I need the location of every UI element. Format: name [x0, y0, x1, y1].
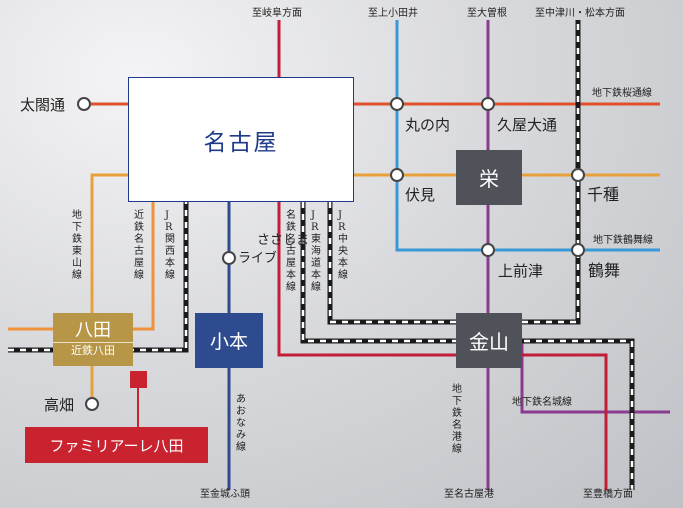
meitetsu-char-4: 屋	[286, 257, 296, 269]
meiko-char-3: 名	[452, 418, 462, 431]
jr-chuo-char-5: 線	[338, 268, 348, 281]
meitetsu-char-2: 名	[286, 232, 296, 245]
property-callout: ファミリアーレ八田	[25, 427, 208, 463]
higashiyama-char-5: 線	[72, 268, 82, 281]
taikodori-label: 太閤通	[20, 96, 65, 114]
jr-chuo-char-0: J	[337, 210, 342, 221]
aonami-char-2: な	[236, 417, 246, 429]
marunouchi-label: 丸の内	[405, 116, 450, 134]
komoto-station: 小本	[195, 313, 263, 368]
dest-toyohashi: 至豊橋方面	[583, 487, 633, 500]
station-markers	[77, 97, 585, 411]
jr-chuo-char-3: 央	[338, 244, 348, 257]
tsurumai-marker	[571, 243, 585, 257]
sasashima-label-1: ささしま	[257, 233, 309, 248]
komoto-station-label: 小本	[209, 331, 248, 353]
tsurumai-label: 鶴舞	[588, 261, 620, 280]
jr-kansai-char-4: 本	[165, 256, 175, 269]
kintetsu-char-3: 古	[134, 244, 144, 257]
dest-gifu: 至岐阜方面	[252, 6, 302, 19]
hisaya-odori-label: 久屋大通	[497, 116, 557, 134]
meiko-char-2: 鉄	[452, 406, 462, 419]
meitetsu-line	[277, 202, 608, 490]
dest-nakatsugawa: 至中津川・松本方面	[535, 6, 625, 19]
kanayama-station: 金山	[456, 313, 522, 368]
jr-tokaido-char-6: 線	[311, 280, 321, 293]
fushimi-marker	[390, 168, 404, 182]
sakae-station: 栄	[456, 150, 522, 205]
jr-chuo-char-4: 本	[338, 256, 348, 269]
meiko-char-0: 地	[452, 382, 462, 395]
kamimaezu-marker	[481, 243, 495, 257]
jr-kansai-char-5: 線	[165, 268, 175, 281]
jr-tokaido-char-4: 道	[311, 256, 321, 269]
meitetsu-char-5: 本	[286, 268, 296, 281]
aonami-char-3: み	[236, 430, 246, 441]
kintetsu-char-2: 名	[134, 232, 144, 245]
nagoya-station-label: 名古屋	[203, 129, 279, 156]
jr-tokaido-char-5: 本	[311, 268, 321, 281]
property-marker	[130, 371, 147, 388]
meiko-char-1: 下	[452, 396, 462, 407]
hatta-station-label: 八田	[75, 320, 111, 341]
jr-tokaido-char-1: R	[311, 222, 319, 233]
jr-kansai-line-dash	[8, 202, 188, 352]
meiko-char-4: 港	[452, 431, 462, 443]
property-label: ファミリアーレ八田	[49, 436, 184, 455]
jr-tokaido-char-0: J	[310, 210, 315, 221]
kintetsu-char-0: 近	[134, 208, 144, 221]
kintetsu-char-1: 鉄	[134, 220, 144, 233]
taikodori-marker	[77, 97, 91, 111]
dest-nagoyako: 至名古屋港	[444, 487, 494, 500]
dest-kinjo-futo: 至金城ふ頭	[200, 487, 250, 500]
kintetsu-char-4: 屋	[134, 257, 144, 269]
sasashima-label-2: ライブ	[238, 250, 277, 266]
jr-kansai-char-2: 関	[165, 233, 175, 245]
aonami-char-0: あ	[236, 393, 246, 405]
marunouchi-marker	[390, 97, 404, 111]
sasashima-live-marker	[222, 251, 236, 265]
jr-tokaido-char-2: 東	[311, 232, 321, 245]
meitetsu-char-6: 線	[286, 280, 296, 293]
nagoya-station: 名古屋	[128, 77, 354, 202]
chikusa-label: 千種	[587, 185, 619, 204]
jr-chuo-char-1: R	[338, 222, 346, 233]
jr-chuo-char-2: 中	[338, 232, 348, 245]
hisaya-odori-marker	[481, 97, 495, 111]
meitetsu-char-3: 古	[286, 244, 296, 257]
jr-tokaido-char-3: 海	[311, 244, 321, 257]
higashiyama-char-4: 山	[72, 257, 82, 269]
takabata-label: 高畑	[44, 396, 74, 414]
jr-kansai-char-0: J	[164, 210, 169, 221]
chikusa-marker	[571, 168, 585, 182]
jr-kansai-char-1: R	[165, 222, 173, 233]
hatta-station: 八田 近鉄八田	[53, 313, 133, 366]
kanayama-station-label: 金山	[469, 330, 509, 354]
higashiyama-char-3: 東	[72, 244, 82, 257]
kintetsu-hatta-label: 近鉄八田	[53, 342, 133, 359]
fushimi-label: 伏見	[405, 186, 435, 204]
higashiyama-char-0: 地	[72, 208, 82, 221]
kamimaezu-label: 上前津	[498, 262, 543, 280]
dest-kamiotai: 至上小田井	[368, 6, 418, 19]
tsurumai-line	[395, 20, 660, 252]
aonami-char-1: お	[236, 405, 246, 417]
sakae-station-label: 栄	[479, 167, 499, 191]
sakura-dori-line-label: 地下鉄桜通線	[592, 86, 652, 99]
meiko-char-5: 線	[452, 442, 462, 455]
takabata-marker	[85, 397, 99, 411]
meitetsu-char-1: 鉄	[286, 220, 296, 233]
dest-ozone: 至大曽根	[467, 6, 507, 19]
aonami-char-4: 線	[236, 440, 246, 453]
vertical-line-labels: 地 下 鉄 東 山 線 近 鉄 名 古 屋 線 J R 関 西 本 線 名 鉄 …	[72, 208, 462, 455]
jr-kansai-char-3: 西	[165, 246, 175, 257]
tsurumai-line-label: 地下鉄鶴舞線	[593, 233, 653, 246]
higashiyama-char-1: 下	[72, 222, 82, 233]
higashiyama-char-2: 鉄	[72, 232, 82, 245]
meijo-line-label: 地下鉄名城線	[512, 395, 572, 408]
meitetsu-char-0: 名	[286, 208, 296, 221]
kintetsu-char-5: 線	[134, 268, 144, 281]
